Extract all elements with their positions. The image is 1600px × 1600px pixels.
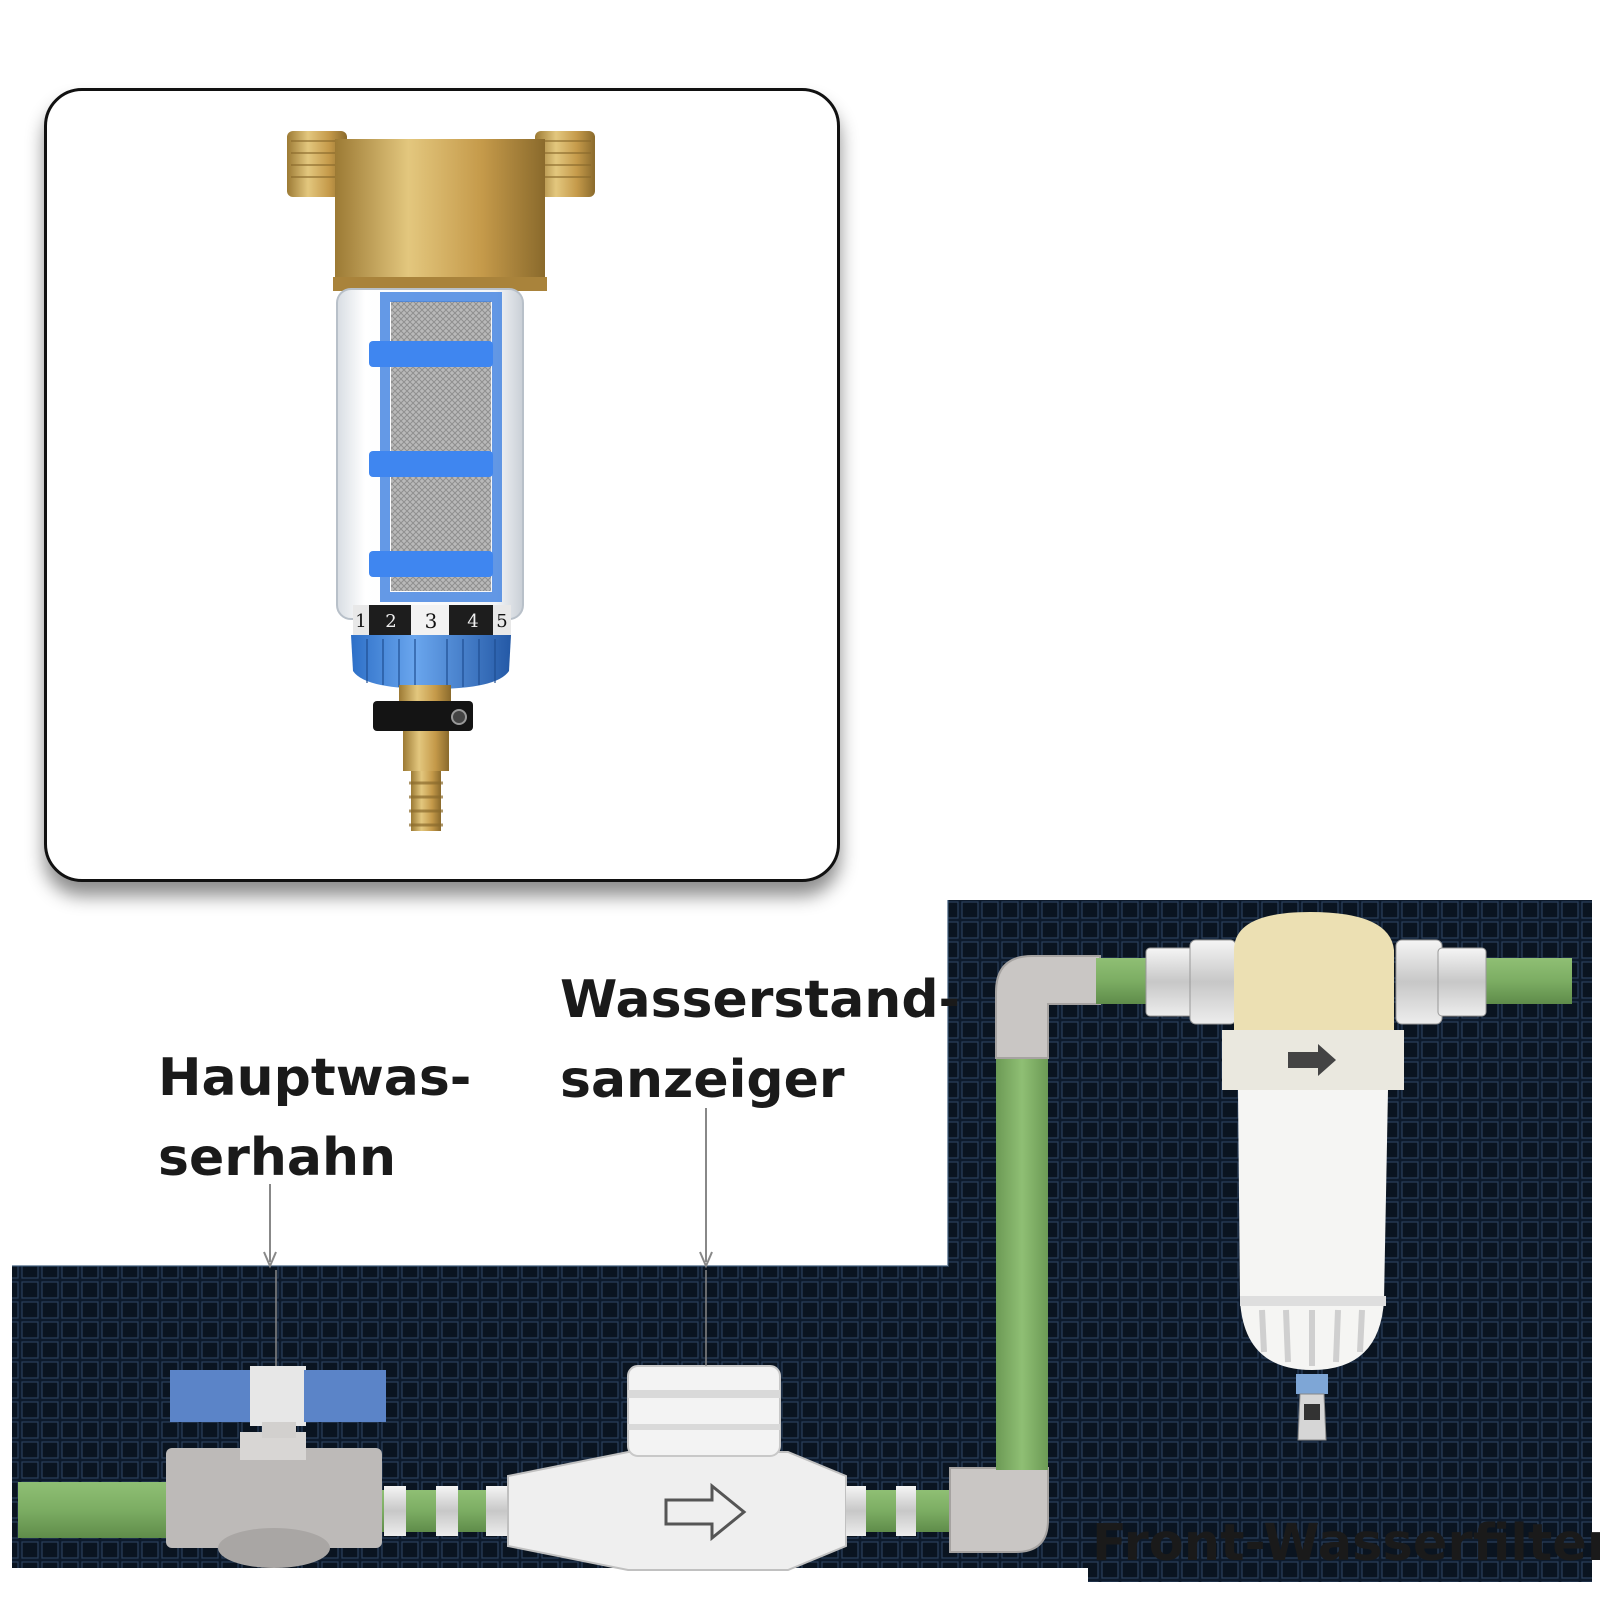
brass-head: [335, 157, 545, 291]
main-valve-handle-right: [304, 1370, 386, 1422]
main-pipe-left: [18, 1482, 178, 1538]
blue-bottom-cap: [351, 635, 511, 689]
main-valve-label-line2: serhahn: [158, 1128, 397, 1188]
main-valve-handle-left: [170, 1370, 252, 1422]
fitting-nut: [384, 1486, 406, 1536]
scale-number-2: 2: [385, 611, 396, 632]
fitting-nut: [896, 1486, 916, 1536]
scale-numbers: 1 2 3 4 5: [353, 605, 511, 635]
water-meter-label-line2: sanzeiger: [560, 1050, 845, 1110]
main-valve-label-line1: Hauptwas-: [158, 1048, 472, 1108]
filter-inlet-nut: [1145, 947, 1195, 1017]
hose-barb: [411, 771, 441, 831]
elbow-bottom: [949, 1467, 1049, 1553]
main-valve-label: Hauptwas- serhahn: [158, 1038, 471, 1198]
water-meter-body: [507, 1451, 847, 1571]
scale-number-5: 5: [496, 611, 507, 632]
scale-number-4: 4: [467, 611, 478, 632]
fitting-nut: [436, 1486, 458, 1536]
scale-number-1: 1: [355, 611, 366, 632]
front-filter-label: Front-Wasserfilter: [1092, 1514, 1600, 1573]
filter-cap: [1234, 912, 1394, 1030]
riser-pipe: [996, 1050, 1048, 1470]
water-meter-dial: [627, 1365, 781, 1457]
filter-bottom-ribs: [1259, 1309, 1365, 1366]
scale-number-3: 3: [425, 609, 438, 633]
water-meter-label: Wasserstand- sanzeiger: [560, 960, 960, 1120]
fitting-nut: [486, 1486, 508, 1536]
filter-drain-valve: [1296, 1374, 1328, 1394]
fitting-nut: [846, 1486, 866, 1536]
water-meter-label-line1: Wasserstand-: [560, 970, 961, 1030]
installation-diagram: [12, 900, 1592, 1582]
water-filter-photo: 1 2 3 4 5: [287, 131, 595, 831]
diagram-background: [12, 900, 1592, 1582]
elbow-top: [995, 955, 1101, 1059]
filter-direction-arrow-icon: [1288, 1044, 1336, 1076]
main-valve-body: [166, 1448, 382, 1548]
flow-arrow-icon: [664, 1482, 747, 1542]
main-valve-handle-center: [250, 1366, 306, 1426]
filter-outlet-nut: [1437, 947, 1487, 1017]
product-photo-card: 1 2 3 4 5: [44, 88, 840, 882]
drain-valve-handle: [373, 701, 473, 731]
